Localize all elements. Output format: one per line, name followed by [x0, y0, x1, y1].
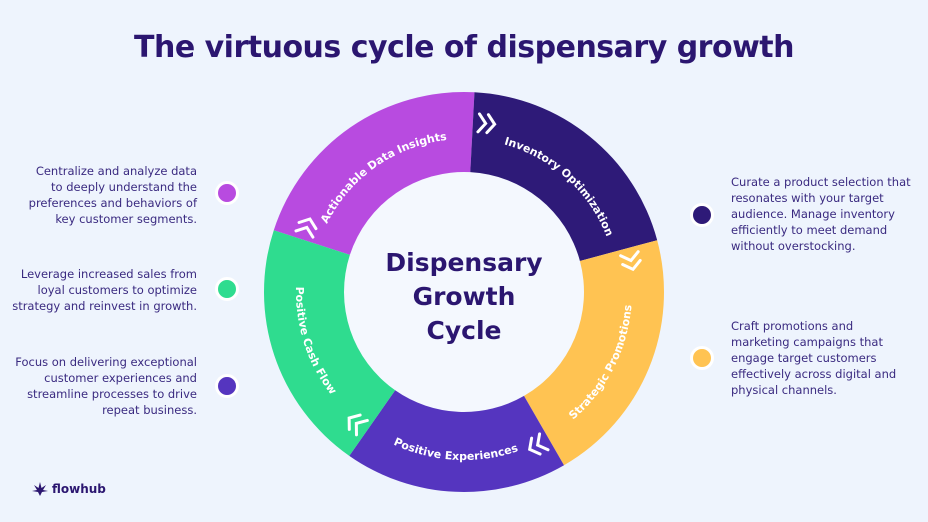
segment-inventory-optimization [470, 92, 658, 261]
text-line: Leverage increased sales from [20, 267, 197, 281]
text-line: customer experiences and [44, 371, 197, 385]
logo-text: flowhub [52, 482, 106, 496]
description-positive-cash-flow: Leverage increased sales from loyal cust… [12, 266, 197, 314]
text-line: strategy and reinvest in growth. [12, 299, 197, 313]
text-line: to deeply understand the [51, 180, 197, 194]
chevron-arrow-icon [527, 432, 550, 456]
center-title-line-2: Growth [413, 282, 516, 311]
text-line: audience. Manage inventory [731, 207, 895, 221]
description-strategic-promotions: Craft promotions and marketing campaigns… [731, 318, 896, 398]
text-line: effectively across digital and [731, 367, 897, 381]
text-line: Focus on delivering exceptional [15, 355, 197, 369]
text-line: Craft promotions and [731, 319, 854, 333]
center-circle [344, 172, 584, 412]
bullet-dot-purple [215, 181, 239, 205]
description-actionable-data-insights: Centralize and analyze data to deeply un… [29, 163, 197, 227]
text-line: engage target customers [731, 351, 877, 365]
segment-positive-experiences [349, 390, 564, 492]
chevron-arrow-icon [619, 250, 642, 272]
text-line: without overstocking. [731, 239, 856, 253]
chevron-arrow-icon [347, 413, 369, 437]
segment-actionable-data-insights [273, 92, 475, 255]
segment-strategic-promotions [524, 240, 664, 466]
center-title-line-1: Dispensary [385, 248, 542, 277]
bullet-dot-dark-purple [690, 203, 714, 227]
chevron-arrow-icon [294, 217, 318, 239]
text-line: loyal customers to optimize [37, 283, 197, 297]
text-line: streamline processes to drive [27, 387, 197, 401]
bullet-dot-yellow [690, 346, 714, 370]
description-positive-experiences: Focus on delivering exceptional customer… [15, 354, 197, 418]
cannabis-leaf-icon [32, 482, 48, 496]
text-line: key customer segments. [55, 212, 197, 226]
text-line: repeat business. [102, 403, 197, 417]
segment-positive-cash-flow [264, 230, 396, 456]
description-inventory-optimization: Curate a product selection that resonate… [731, 174, 911, 254]
text-line: physical channels. [731, 383, 837, 397]
bullet-dot-green [215, 277, 239, 301]
text-line: Centralize and analyze data [35, 164, 197, 178]
text-line: preferences and behaviors of [28, 196, 197, 210]
page-title: The virtuous cycle of dispensary growth [134, 30, 795, 65]
bullet-dot-indigo [215, 374, 239, 398]
text-line: marketing campaigns that [731, 335, 883, 349]
text-line: resonates with your target [731, 191, 884, 205]
text-line: Curate a product selection that [731, 175, 911, 189]
text-line: efficiently to meet demand [731, 223, 888, 237]
flowhub-logo: flowhub [32, 482, 106, 496]
chevron-arrow-icon [476, 112, 497, 135]
center-title-line-3: Cycle [427, 316, 502, 345]
